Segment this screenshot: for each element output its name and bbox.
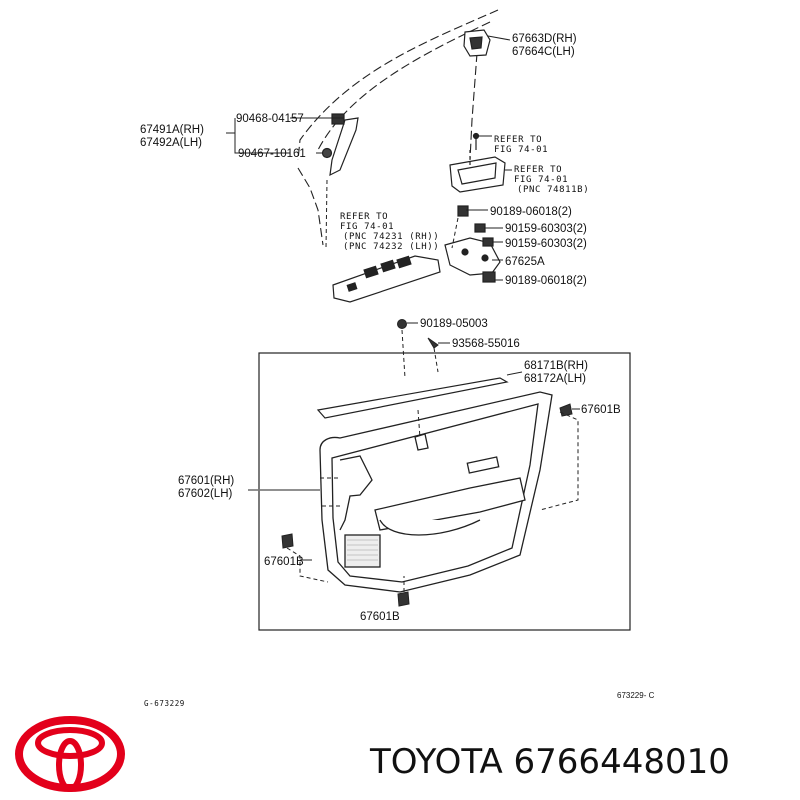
label-67492a: 67492A(LH) (140, 137, 202, 149)
label-68171b: 68171B(RH) (524, 360, 588, 372)
label-67601b-left: 67601B (264, 556, 304, 568)
toyota-logo-icon (15, 716, 125, 792)
label-67625a: 67625A (505, 256, 545, 268)
label-90159-a: 90159-60303(2) (505, 223, 587, 235)
label-ref1-a: REFER TO (494, 135, 542, 145)
door-trim-panel (319, 391, 553, 593)
power-window-switch-base (332, 255, 441, 303)
label-ref3-a: REFER TO (340, 212, 388, 222)
inner-handle-bracket (444, 205, 501, 283)
label-ref3-b: FIG 74-01 (340, 222, 394, 232)
label-67663d: 67663D(RH) (512, 33, 577, 45)
label-ref2-a: REFER TO (514, 165, 562, 175)
label-ref1-b: FIG 74-01 (494, 145, 548, 155)
label-68172a: 68172A(LH) (524, 373, 586, 385)
label-67491a: 67491A(RH) (140, 124, 204, 136)
label-67601b-right: 67601B (581, 404, 621, 416)
label-93568: 93568-55016 (452, 338, 520, 350)
door-trim-box (258, 352, 631, 631)
label-90189-05003: 90189-05003 (420, 318, 488, 330)
label-67601b-bottom: 67601B (360, 611, 400, 623)
belt-weatherstrip (316, 377, 509, 419)
part-number-labels: 67663D(RH) 67664C(LH) 90468-04157 67491A… (140, 33, 655, 708)
label-90189-b: 90189-06018(2) (505, 275, 587, 287)
label-90189-a: 90189-06018(2) (490, 206, 572, 218)
label-90159-b: 90159-60303(2) (505, 238, 587, 250)
label-67602: 67602(LH) (178, 488, 233, 500)
label-90467: 90467-10161 (238, 148, 306, 160)
label-67664c: 67664C(LH) (512, 46, 575, 58)
clip-fasteners (397, 319, 439, 349)
brand-part-number: TOYOTA 6766448010 (370, 742, 730, 782)
label-ref3-d: (PNC 74232 (LH)) (343, 242, 439, 252)
label-ref3-c: (PNC 74231 (RH)) (343, 232, 439, 242)
door-frame-bracket (463, 29, 491, 57)
assembly-guide-lines (286, 179, 579, 592)
mirror-cover-panel (321, 113, 359, 177)
inner-handle-bezel (449, 132, 506, 193)
label-90468: 90468-04157 (236, 113, 304, 125)
label-ref2-c: (PNC 74811B) (517, 185, 589, 195)
leader-lines (226, 35, 580, 561)
label-code-right: 673229- C (617, 691, 655, 700)
label-ref2-b: FIG 74-01 (514, 175, 568, 185)
label-code-left: G-673229 (144, 699, 185, 708)
label-67601: 67601(RH) (178, 475, 234, 487)
